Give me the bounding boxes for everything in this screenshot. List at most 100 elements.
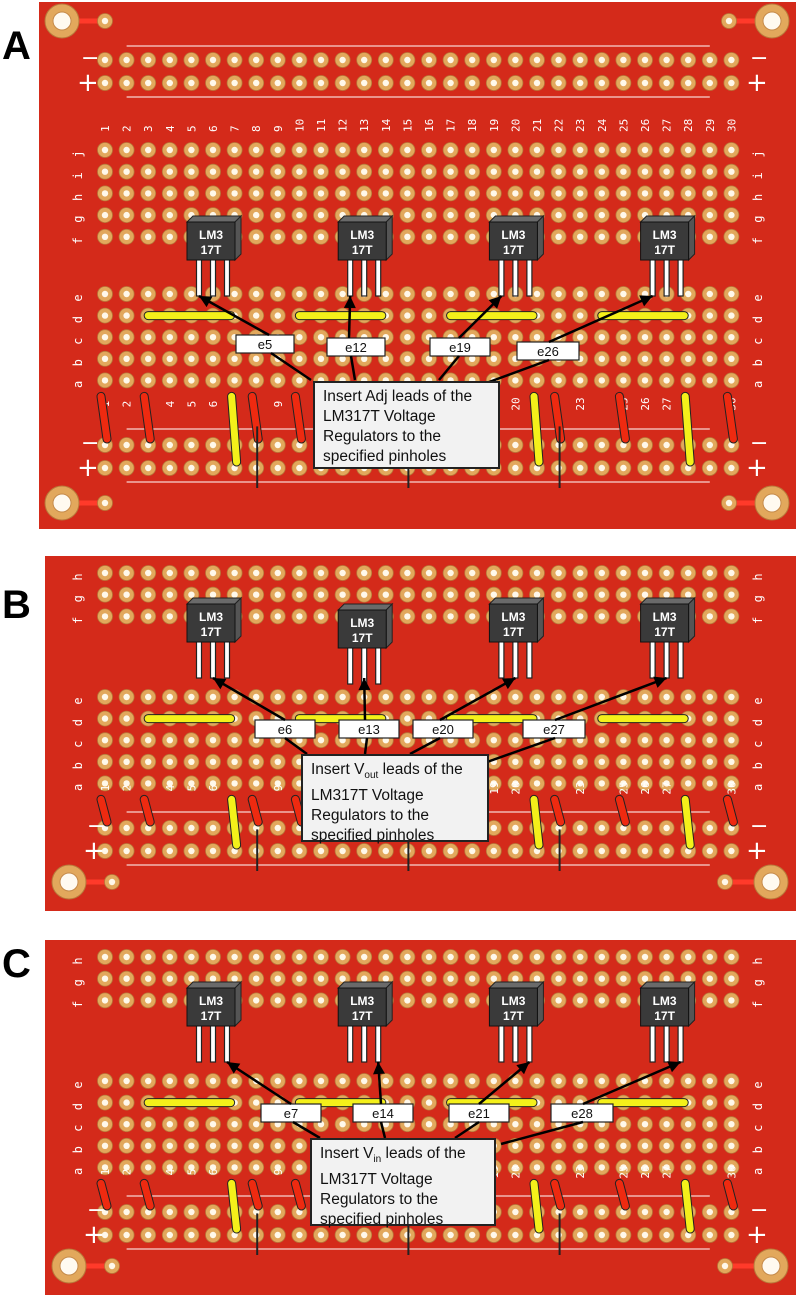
red-jumper-wire [140,392,154,443]
column-number: 2 [121,401,134,408]
red-jumper-wire [615,795,629,826]
pinhole-center [253,1099,260,1106]
pinhole-center [447,975,454,982]
red-jumper-wire [248,1179,262,1210]
pinhole-center [166,168,173,175]
pinhole-center [339,1231,346,1239]
column-number: 21 [531,119,544,132]
mounting-hole-center [761,1256,781,1276]
pinhole-center [404,233,411,240]
pinhole-center [101,591,109,598]
pinhole-center [296,464,303,472]
pinhole-center [555,1164,562,1171]
pinhole-center [166,997,173,1004]
row-label-right: a [751,1168,765,1175]
pinhole-center [296,569,303,577]
pinhole-center [404,146,411,154]
pinhole-center [188,693,195,701]
pinhole-center [620,146,627,154]
pinhole-center [577,334,584,341]
pinhole-center [685,591,692,598]
column-number: 2 [121,785,134,792]
lm317t-regulator: LM317T [185,980,243,1063]
callout-connector [486,736,556,764]
pinhole-center [512,591,519,598]
pinhole-center [253,1142,260,1149]
pinhole-center [512,1231,519,1239]
column-number: 26 [639,1165,652,1178]
pinhole-center [577,1077,584,1085]
red-jumper-wire [723,795,737,826]
pinhole-center [188,591,195,598]
column-number: 1 [99,125,112,132]
pinhole-center [253,1164,260,1171]
pinhole-center [555,591,562,598]
pinhole-center [641,737,649,744]
pinhole-center [166,847,173,855]
pinhole-center [641,591,649,598]
pinhole-center [296,290,303,298]
pinhole-center [188,79,195,87]
callout-text-b-sub: out [364,770,379,782]
pinhole-center [728,56,735,64]
pinhole-center [274,441,281,449]
pinhole-center [706,168,713,175]
column-number: 7 [229,125,242,132]
pinhole-center [274,824,281,832]
pinhole-center [706,758,713,765]
pinhole-center [253,56,260,64]
pinhole-center [469,569,476,577]
pinhole-center [728,715,735,722]
pinhole-center [188,1231,195,1239]
pinhole-center [490,847,497,855]
pinhole-center [728,780,735,787]
pinhole-center [598,591,605,598]
row-label-right: c [751,741,765,748]
pinhole-center [663,1231,670,1239]
pinhole-center [663,441,670,449]
column-number: 6 [207,401,220,408]
pinhole-center [425,1121,433,1128]
regulator-lead [223,1023,231,1063]
pinhole-center [685,737,692,744]
pinhole-center [469,146,476,154]
pinhole-center [685,334,692,341]
column-number: 17 [445,119,458,132]
row-label-left: d [71,1103,85,1110]
row-label-right: d [751,316,765,323]
pinhole-center [209,1121,217,1128]
pinhole-center [145,334,152,341]
red-jumper-wire [97,795,111,826]
callout-text-c-sub: in [373,1154,382,1166]
pinhole-center [728,334,735,341]
row-label-left: c [71,741,85,748]
regulator-tab [336,603,394,611]
callout-connector [270,351,312,382]
pinhole-center [641,1231,649,1239]
pinhole-center [533,334,541,341]
pinhole-center [253,355,260,362]
column-number: 12 [337,119,350,132]
callout-connector [379,1121,387,1139]
pinhole-center [555,312,562,319]
pinhole-center [231,79,238,87]
row-label-right: e [751,1081,765,1088]
row-label-right: j [751,150,765,157]
pinhole-center [209,190,217,197]
pinhole-center [641,975,649,982]
pinhole-center [296,79,303,87]
pinhole-center [721,1262,729,1270]
lm317t-regulator: LM317T [336,214,394,297]
pinhole-center [382,146,389,154]
pinhole-center [274,190,281,197]
pinhole-center [166,441,173,449]
column-number: 25 [617,781,630,794]
pinhole-center [469,847,476,855]
pinhole-center [577,377,584,384]
pinhole-center [641,146,649,154]
pinhole-center [274,56,281,64]
pinhole-center [317,79,325,87]
pinhole-center [123,312,130,319]
pinhole-center [123,441,130,449]
regulator-lead [498,257,505,297]
